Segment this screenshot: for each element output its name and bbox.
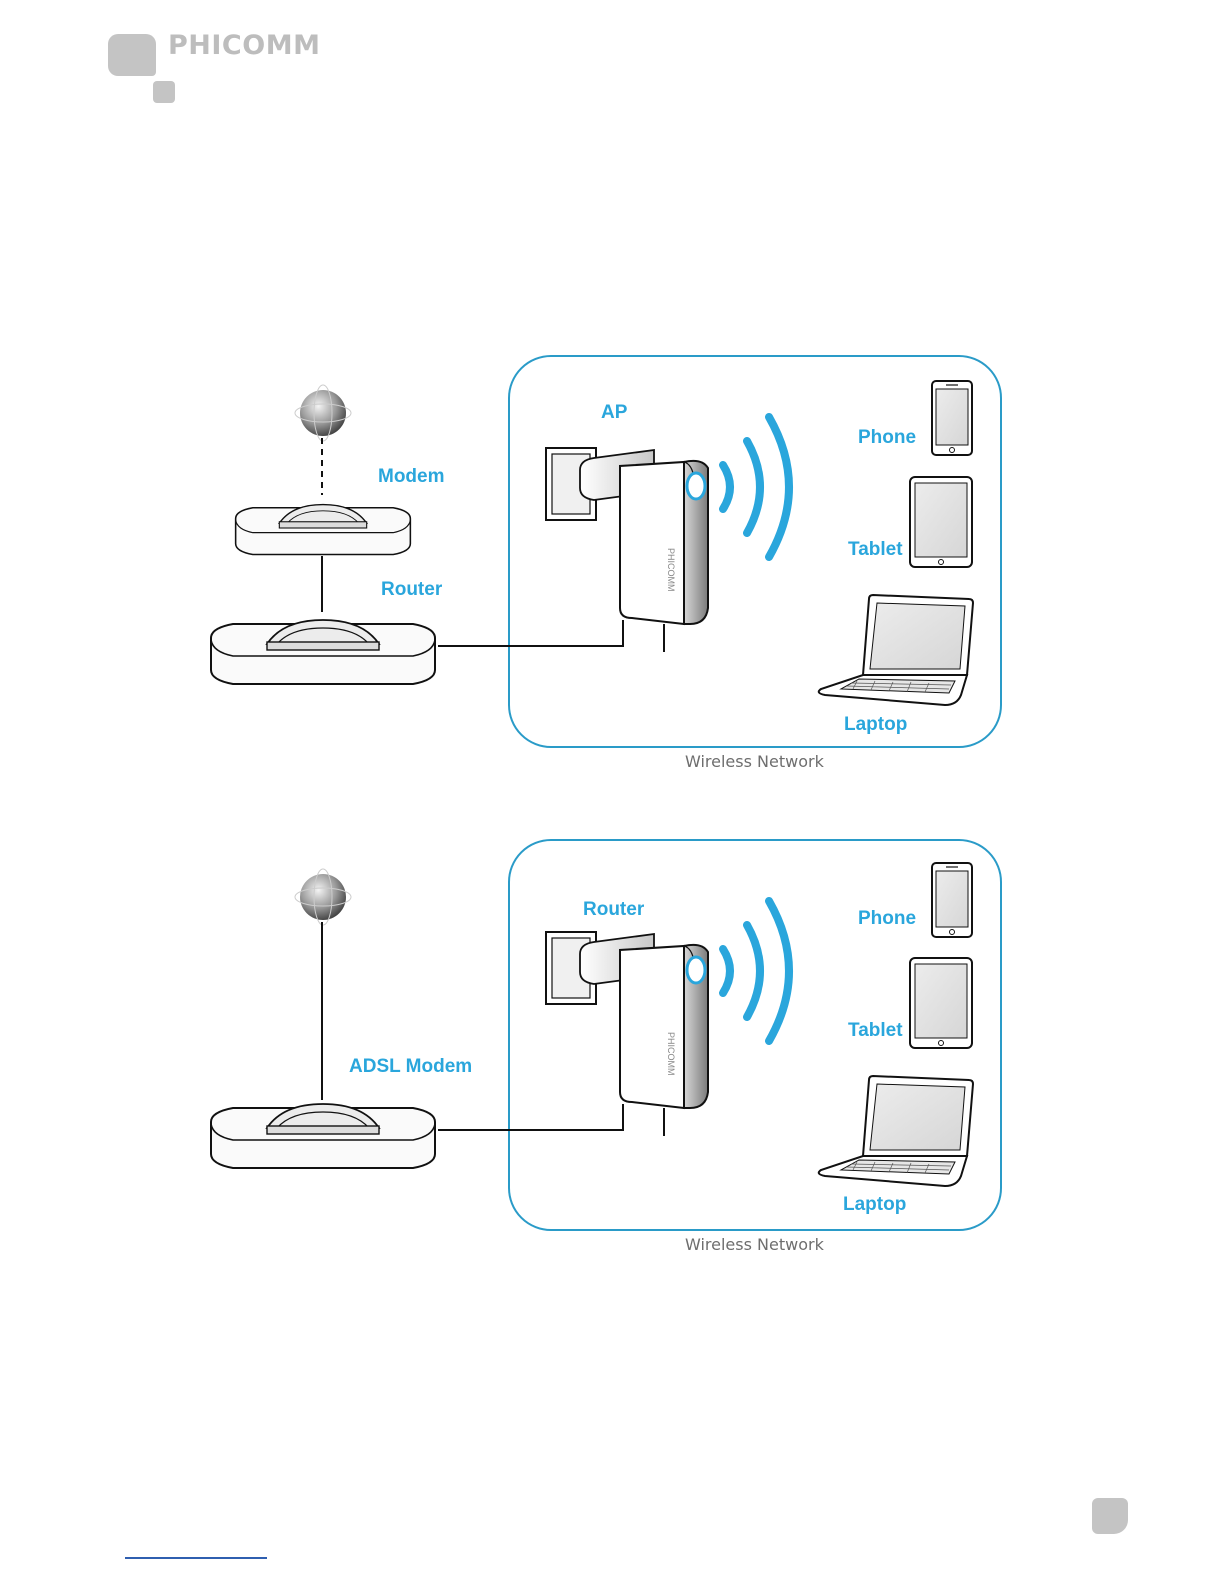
phone-icon (932, 381, 972, 455)
wifi-waves-icon (723, 901, 789, 1041)
tablet-icon (910, 477, 972, 567)
ap-device-icon (546, 448, 708, 652)
wifi-waves-icon (723, 417, 789, 557)
label-router: Router (381, 579, 442, 601)
router-ap-link (438, 620, 623, 646)
router-device-icon (546, 932, 708, 1136)
adsl-modem-icon (211, 1104, 435, 1168)
caption-wireless-network: Wireless Network (685, 1235, 824, 1254)
label-phone: Phone (858, 427, 916, 449)
router-icon (211, 620, 435, 684)
modem-router-link (438, 1104, 623, 1130)
label-adsl-modem: ADSL Modem (349, 1056, 472, 1078)
label-tablet: Tablet (848, 1020, 903, 1042)
modem-icon (236, 505, 411, 555)
internet-globe-icon (295, 869, 351, 925)
laptop-icon (819, 595, 973, 705)
label-laptop: Laptop (843, 1194, 906, 1216)
label-laptop: Laptop (844, 714, 907, 736)
footer-link-underline (125, 1557, 267, 1559)
tablet-icon (910, 958, 972, 1048)
phone-icon (932, 863, 972, 937)
label-tablet: Tablet (848, 539, 903, 561)
label-ap: AP (601, 402, 627, 424)
internet-globe-icon (295, 385, 351, 441)
caption-wireless-network: Wireless Network (685, 752, 824, 771)
page-number-badge (1092, 1498, 1128, 1534)
label-modem: Modem (378, 466, 445, 488)
label-phone: Phone (858, 908, 916, 930)
laptop-icon (819, 1076, 973, 1186)
label-router: Router (583, 899, 644, 921)
